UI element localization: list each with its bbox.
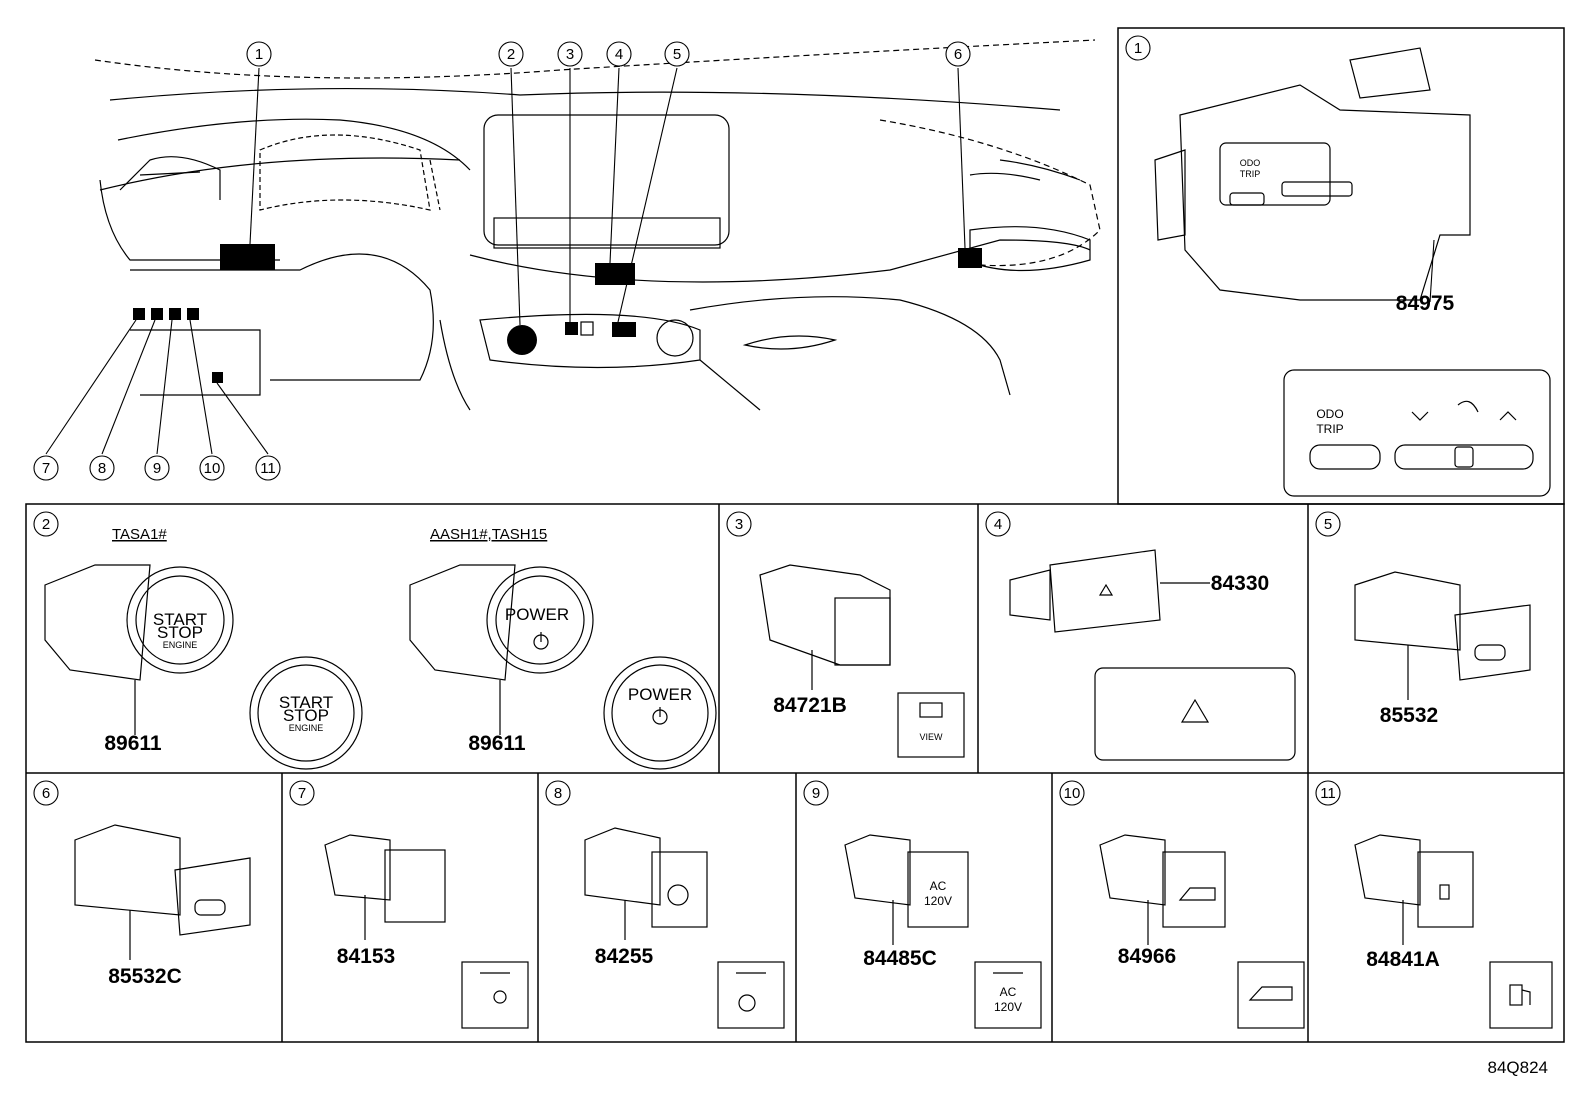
engine-label-b: ENGINE xyxy=(289,723,324,733)
hazard-switch-icon xyxy=(1009,549,1296,761)
part-number-84255: 84255 xyxy=(595,945,654,968)
push-start-switch-icon xyxy=(44,564,717,770)
callout-6: 6 xyxy=(954,46,962,63)
part-number-84721b: 84721B xyxy=(773,694,847,717)
callout-7: 7 xyxy=(42,460,50,477)
callout-8: 8 xyxy=(98,460,106,477)
trip-label-small: TRIP xyxy=(1240,169,1261,179)
odo-label-small: ODO xyxy=(1240,158,1261,168)
part-number-84841a: 84841A xyxy=(1366,948,1440,971)
callout-11: 11 xyxy=(260,460,276,477)
variant-b-label: AASH1#,TASH15 xyxy=(430,526,547,543)
steering-heater-icon xyxy=(584,827,785,1029)
part-number-84485c: 84485C xyxy=(863,947,937,970)
meter-control-switch-icon xyxy=(1154,47,1551,497)
panel-number-3: 3 xyxy=(735,516,743,533)
panel-number-8: 8 xyxy=(554,785,562,802)
part-number-84966: 84966 xyxy=(1118,945,1176,968)
part-number-85532: 85532 xyxy=(1380,704,1438,727)
fuel-lid-icon xyxy=(1354,834,1553,1029)
callout-3: 3 xyxy=(566,46,574,63)
part-number-89611-a: 89611 xyxy=(104,732,162,755)
callout-9: 9 xyxy=(153,460,161,477)
start-label-b: START xyxy=(279,693,333,712)
ac-120v-outlet-icon xyxy=(844,834,1042,1029)
dashboard-switch-markers xyxy=(133,244,982,383)
v-label-icon: 120V xyxy=(994,1000,1022,1014)
panel-number-7: 7 xyxy=(298,785,306,802)
trip-label: TRIP xyxy=(1316,422,1343,436)
engine-label-a: ENGINE xyxy=(163,640,198,650)
part-number-89611-b: 89611 xyxy=(468,732,526,755)
panel-number-4: 4 xyxy=(994,516,1002,533)
panel-number-9: 9 xyxy=(812,785,820,802)
auto-headlamp-leveling-icon xyxy=(324,834,529,1029)
panel-number-1: 1 xyxy=(1134,40,1142,57)
callout-1: 1 xyxy=(255,46,263,63)
power-label-a: POWER xyxy=(505,605,569,624)
panel-number-11: 11 xyxy=(1320,785,1336,802)
panel-number-10: 10 xyxy=(1064,785,1081,802)
callout-leaders xyxy=(45,67,966,455)
usb-charger-icon xyxy=(74,824,251,960)
callout-5: 5 xyxy=(673,46,681,63)
part-number-84975: 84975 xyxy=(1396,292,1455,315)
panel-number-5: 5 xyxy=(1324,516,1332,533)
callout-10: 10 xyxy=(204,460,221,477)
dashboard-overview xyxy=(94,39,1101,411)
panel-number-2: 2 xyxy=(42,516,50,533)
panel-number-circles xyxy=(33,35,1341,806)
part-number-85532c: 85532C xyxy=(108,965,182,988)
start-label-a: START xyxy=(153,610,207,629)
callout-4: 4 xyxy=(615,46,623,63)
variant-a-label: TASA1# xyxy=(112,526,167,543)
stop-label-a: STOP xyxy=(157,623,203,642)
usb-charger-icon xyxy=(1354,571,1531,700)
callout-2: 2 xyxy=(507,46,515,63)
figure-code: 84Q824 xyxy=(1488,1058,1549,1077)
view-label: VIEW xyxy=(919,732,943,742)
overview-callouts xyxy=(33,41,971,481)
power-label-b: POWER xyxy=(628,685,692,704)
camera-view-switch-icon xyxy=(759,564,965,758)
part-number-84330: 84330 xyxy=(1211,572,1269,595)
panel-number-6: 6 xyxy=(42,785,50,802)
stop-label-b: STOP xyxy=(283,706,329,725)
ac-label-icon: AC xyxy=(1000,985,1017,999)
power-back-door-icon xyxy=(1099,834,1305,1029)
ac-label-switch: AC xyxy=(930,879,947,893)
v-label-switch: 120V xyxy=(924,894,952,908)
part-number-84153: 84153 xyxy=(337,945,395,968)
odo-label: ODO xyxy=(1316,407,1343,421)
